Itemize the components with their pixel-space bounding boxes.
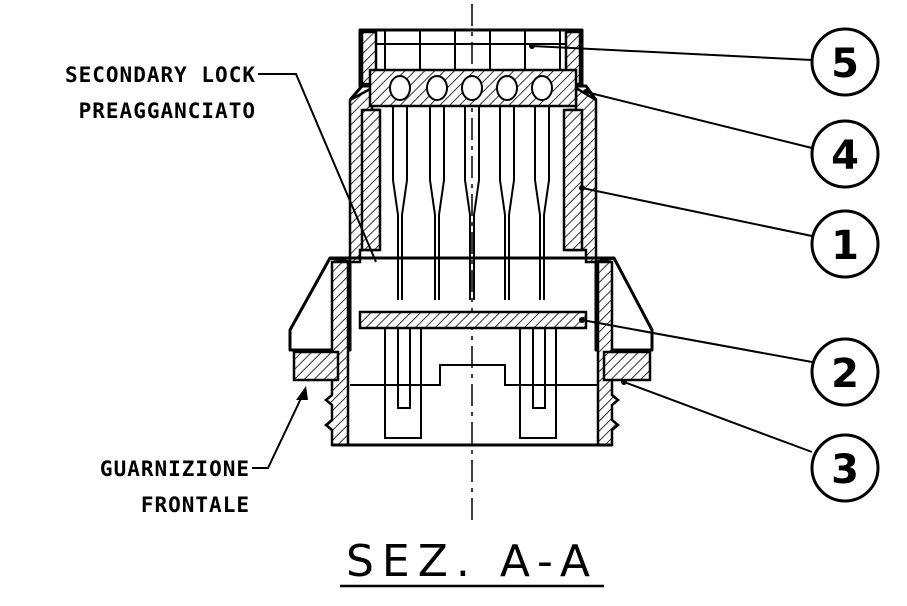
callout-5-number: 5 bbox=[831, 41, 859, 87]
gasket-part-3 bbox=[292, 350, 652, 382]
section-title: SEZ. A-A bbox=[346, 536, 598, 587]
label-gasket-line2: FRONTALE bbox=[141, 493, 250, 517]
label-secondary-lock-line2: PREAGGANCIATO bbox=[79, 99, 256, 123]
callout-1-number: 1 bbox=[831, 223, 859, 269]
callout-1: 1 bbox=[810, 209, 880, 279]
leader-lines bbox=[252, 43, 813, 469]
terminals bbox=[392, 106, 550, 300]
callout-4-number: 4 bbox=[831, 133, 859, 179]
label-gasket-line1: GUARNIZIONE bbox=[100, 457, 250, 481]
callout-3: 3 bbox=[810, 433, 880, 503]
callout-4: 4 bbox=[810, 119, 880, 189]
label-secondary-lock-line1: SECONDARY LOCK bbox=[65, 63, 256, 87]
callout-2: 2 bbox=[810, 337, 880, 407]
callout-3-number: 3 bbox=[831, 447, 859, 493]
callout-5: 5 bbox=[810, 27, 880, 97]
callout-2-number: 2 bbox=[831, 351, 859, 397]
seal-part-4 bbox=[368, 68, 578, 108]
